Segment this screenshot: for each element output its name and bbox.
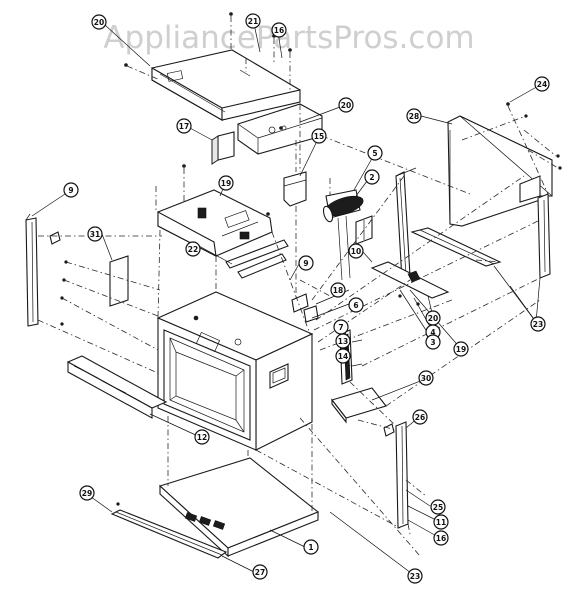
callout-label: 29 <box>82 489 92 498</box>
part-17-bracket <box>211 131 235 165</box>
callout-15: 15 <box>311 128 327 144</box>
callout-26: 26 <box>412 409 428 425</box>
callout-14: 14 <box>335 348 351 364</box>
part-10-bracket <box>355 215 373 245</box>
callout-label: 23 <box>410 572 420 581</box>
callout-16-top: 16 <box>271 22 287 38</box>
callout-label: 7 <box>338 323 343 332</box>
callout-label: 28 <box>409 112 419 121</box>
callout-label: 13 <box>338 337 348 346</box>
guide-line <box>299 417 421 557</box>
diagonal-brace <box>410 227 502 267</box>
callout-29: 29 <box>79 485 95 501</box>
control-board <box>157 164 273 257</box>
callout-label: 9 <box>303 259 308 268</box>
part-31-panel <box>109 255 129 307</box>
callout-label: 9 <box>68 186 73 195</box>
callout-label: 16 <box>274 26 284 35</box>
callout-20-upper: 20 <box>338 97 354 113</box>
callout-18: 18 <box>330 282 346 298</box>
callout-24: 24 <box>534 76 550 92</box>
callout-23-bottom: 23 <box>407 568 423 584</box>
callout-28: 28 <box>406 108 422 124</box>
callout-label: 25 <box>433 503 443 512</box>
callout-label: 11 <box>436 518 446 527</box>
callout-label: 2 <box>369 173 374 182</box>
callout-1: 1 <box>303 539 319 555</box>
callout-label: 15 <box>314 132 324 141</box>
callout-label: 30 <box>421 374 431 383</box>
part-9-left-rail <box>25 213 61 327</box>
part-15-bracket <box>283 140 307 300</box>
callout-17: 17 <box>176 118 192 134</box>
callout-label: 20 <box>341 101 351 110</box>
callout-label: 21 <box>248 17 258 26</box>
top-screws <box>124 12 292 130</box>
callout-label: 19 <box>221 179 231 188</box>
callout-3: 3 <box>425 334 441 350</box>
callout-19-right: 19 <box>453 341 469 357</box>
assembly-guide-lines <box>155 104 559 535</box>
callout-30: 30 <box>418 370 434 386</box>
callout-25: 25 <box>430 499 446 515</box>
callout-label: 20 <box>428 314 438 323</box>
callout-20-right: 20 <box>425 310 441 326</box>
callout-label: 10 <box>351 247 361 256</box>
part-28-back-panel <box>447 115 553 227</box>
callout-27: 27 <box>252 564 268 580</box>
callout-label: 27 <box>255 568 265 577</box>
part-3-vertical-rail <box>395 167 417 281</box>
callout-label: 22 <box>188 245 198 254</box>
callout-10: 10 <box>348 243 364 259</box>
callout-12: 12 <box>194 429 210 445</box>
callout-23-right: 23 <box>530 316 546 332</box>
callout-6: 6 <box>348 297 364 313</box>
callout-label: 18 <box>333 286 343 295</box>
callout-label: 16 <box>436 534 446 543</box>
board-rail <box>225 239 289 279</box>
callout-label: 6 <box>353 301 358 310</box>
callout-label: 26 <box>415 413 425 422</box>
callout-9-left: 9 <box>63 182 79 198</box>
callout-label: 23 <box>533 320 543 329</box>
part-12-front-vent <box>66 355 168 419</box>
callout-20-top-left: 20 <box>91 14 107 30</box>
callout-label: 17 <box>179 122 189 131</box>
callout-label: 24 <box>537 80 547 89</box>
left-screws <box>37 235 162 375</box>
callout-13: 13 <box>335 333 351 349</box>
part-18-switch <box>291 279 331 323</box>
callout-7: 7 <box>333 319 349 335</box>
callout-2: 2 <box>364 169 380 185</box>
callout-11: 11 <box>433 514 449 530</box>
callout-22: 22 <box>185 241 201 257</box>
callout-16-bottom: 16 <box>433 530 449 546</box>
callout-label: 3 <box>430 338 435 347</box>
callout-label: 20 <box>94 18 104 27</box>
callout-21: 21 <box>245 13 261 29</box>
part-1-bottom-pan <box>158 457 320 558</box>
part-30-tray <box>331 387 387 424</box>
part-27-kick-strip <box>110 509 228 559</box>
right-screws <box>116 114 562 506</box>
callout-label: 12 <box>197 433 207 442</box>
oven-cabinet <box>156 291 314 451</box>
top-cover-assembly <box>151 49 301 121</box>
callout-label: 31 <box>90 230 100 239</box>
callout-label: 19 <box>456 345 466 354</box>
part-2-motor <box>322 178 364 281</box>
callout-label: 14 <box>338 352 348 361</box>
callout-label: 5 <box>372 149 377 158</box>
callout-19-board: 19 <box>218 175 234 191</box>
callout-5: 5 <box>367 145 383 161</box>
callout-9-center: 9 <box>298 255 314 271</box>
callout-label: 4 <box>430 328 435 337</box>
callout-label: 1 <box>308 543 313 552</box>
callout-31: 31 <box>87 226 103 242</box>
